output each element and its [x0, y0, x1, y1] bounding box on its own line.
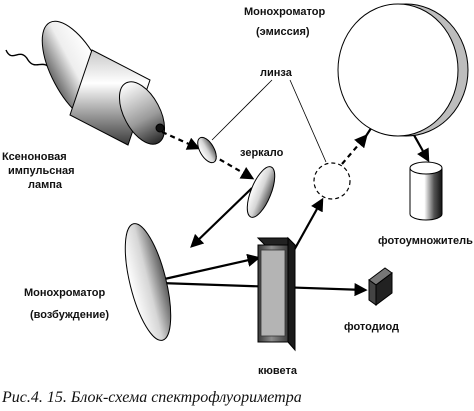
beam-lens-to-mirror: [211, 154, 255, 180]
mirror: [246, 166, 276, 218]
excitation-monochromator: [124, 223, 172, 341]
photodiode: [368, 267, 393, 306]
lens-emission: [313, 162, 351, 200]
label-emission-monochromator: Монохроматор: [244, 6, 325, 18]
label-lamp-line3: лампа: [28, 179, 63, 191]
label-lamp-line1: Ксеноновая: [2, 151, 67, 163]
label-pointers: [211, 79, 327, 163]
label-emission-monochromator-sub: (эмиссия): [256, 26, 310, 38]
beam-mirror-to-excitation: [190, 187, 253, 248]
beam-lamp-to-lens: [161, 130, 201, 150]
figure-caption: Рис.4. 15. Блок-схема спектрофлуориметра: [1, 389, 302, 406]
lens-small: [197, 136, 217, 164]
beam-cuvette-to-lens: [292, 197, 324, 253]
label-cuvette: кювета: [258, 365, 298, 377]
label-excitation-monochromator-sub: (возбуждение): [30, 309, 109, 321]
beam-excitation-to-cuvette: [159, 253, 261, 282]
label-photodiode: фотодиод: [344, 321, 399, 333]
label-lamp-line2: импульсная: [8, 165, 75, 177]
lamp-aperture: [155, 123, 165, 133]
xenon-lamp: [5, 20, 166, 146]
label-pmt: фотоумножитель: [378, 235, 473, 247]
emission-monochromator: [337, 3, 469, 137]
cuvette: [256, 236, 297, 352]
label-mirror: зеркало: [240, 147, 284, 159]
photomultiplier: [409, 161, 443, 221]
lamp-front-face: [118, 81, 166, 145]
label-lens: линза: [260, 67, 293, 79]
beam-lens-to-emission: [341, 133, 368, 165]
label-excitation-monochromator: Монохроматор: [24, 287, 105, 299]
